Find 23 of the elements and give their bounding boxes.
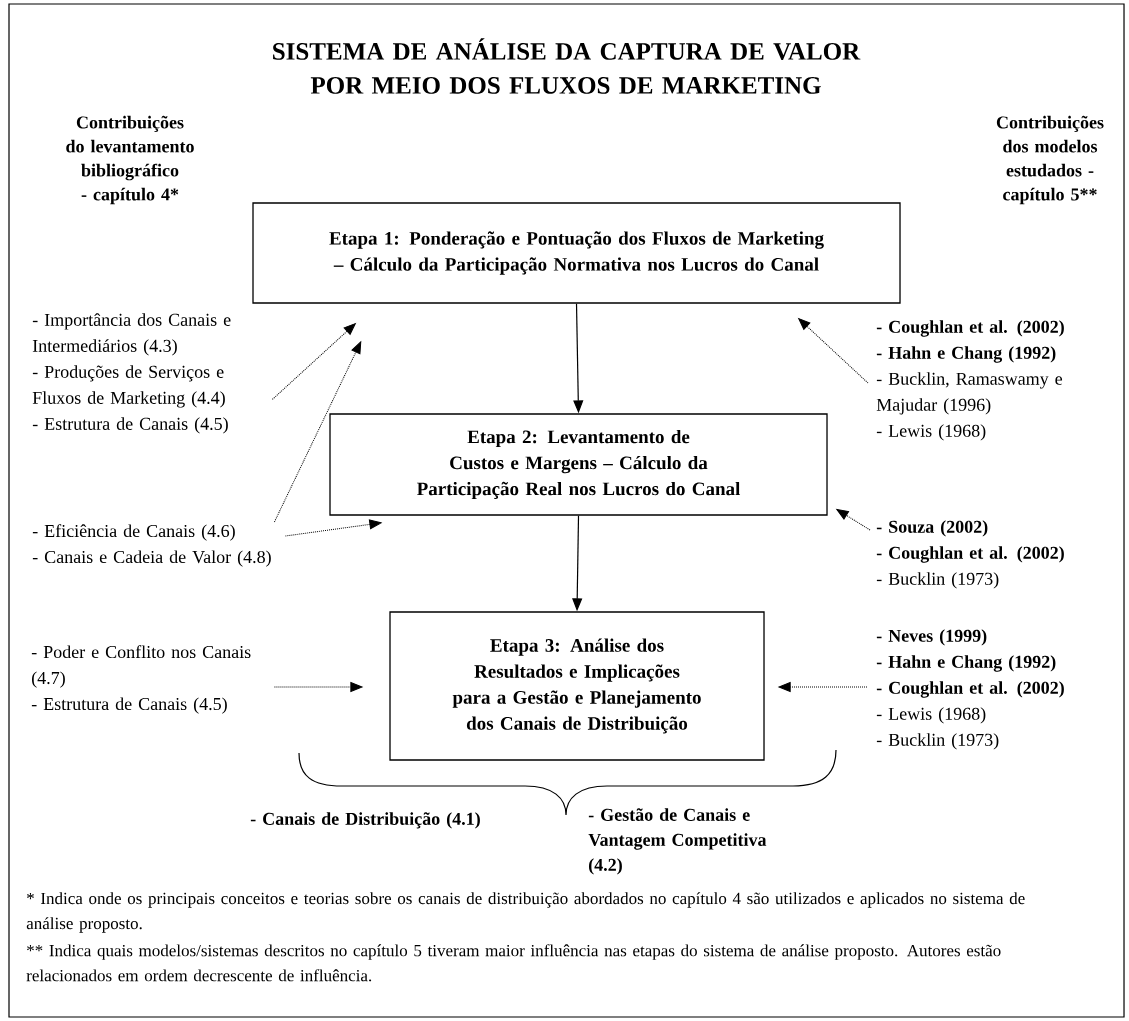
- title: SISTEMA DE ANÁLISE DA CAPTURA DE VALOR POR MEIO DOS FLUXOS DE MARKETING: [273, 38, 861, 94]
- arrow: [284, 519, 382, 537]
- footnote: * Indica onde os principais conceitos e teorias sobre os canais de distribuição abordados no capítulo 4 são utilizados e aplicados no sistema de análise proposto.: [26, 892, 1025, 933]
- reference-list: - Eficiência de Canais (4.6) - Canais e Cadeia de Valor (4.8): [32, 524, 271, 567]
- arrow: [273, 341, 362, 523]
- arrow: [273, 682, 363, 692]
- brace-label: - Gestão de Canais e Vantagem Competitiva (4.2): [588, 808, 767, 875]
- column-heading: Contribuições dos modelos estudados - capítulo 5**: [996, 115, 1104, 205]
- footnote: ** Indica quais modelos/sistemas descritos no capítulo 5 tiveram maior influência nas etapas do sistema de análise proposto. Autores estão relacionados em ordem decrescente de influência.: [26, 944, 1001, 982]
- step-box: Etapa 3: Análise dos Resultados e Implicações para a Gestão e Planejamento dos Canais de Distribuição: [389, 611, 765, 761]
- reference-list: - Coughlan et al. (2002) - Hahn e Chang (1992) - Bucklin, Ramaswamy e Majudar (1996) - Lewis (1968): [876, 320, 1064, 441]
- arrow: [836, 508, 871, 531]
- reference-list: - Importância dos Canais e Intermediários (4.3) - Produções de Serviços e Fluxos de Marketing (4.4) - Estrutura de Canais (4.5): [32, 313, 231, 434]
- arrow: [271, 323, 356, 400]
- reference-list: - Neves (1999) - Hahn e Chang (1992) - Coughlan et al. (2002) - Lewis (1968) - Bucklin (1973): [876, 629, 1064, 750]
- column-heading: Contribuições do levantamento bibliográfico - capítulo 4*: [66, 115, 194, 205]
- reference-list: - Souza (2002) - Coughlan et al. (2002) - Bucklin (1973): [876, 520, 1064, 589]
- arrow: [798, 318, 869, 384]
- step-box: Etapa 2: Levantamento de Custos e Margens – Cálculo da Participação Real nos Lucros do Canal: [329, 413, 828, 516]
- brace-label: - Canais de Distribuição (4.1): [250, 812, 480, 829]
- step-box: Etapa 1: Ponderação e Pontuação dos Fluxos de Marketing – Cálculo da Participação Normativa nos Lucros do Canal: [252, 202, 901, 304]
- reference-list: - Poder e Conflito nos Canais (4.7) - Estrutura de Canais (4.5): [31, 645, 251, 714]
- arrow: [778, 682, 868, 692]
